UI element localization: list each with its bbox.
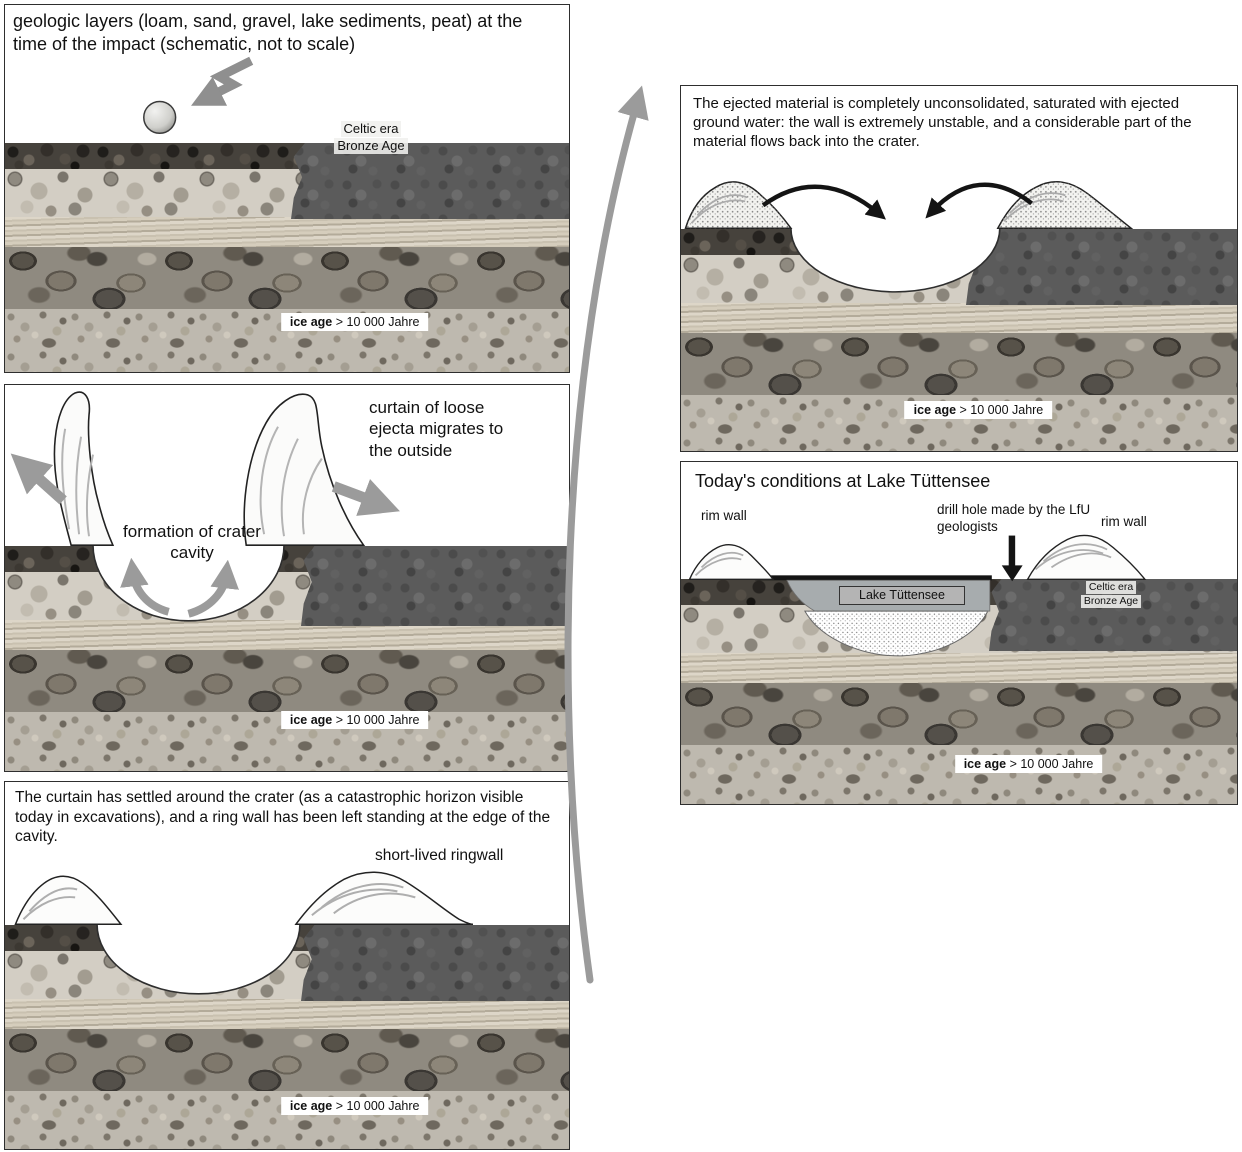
rim-wall-left-label: rim wall	[701, 508, 747, 523]
ice-age-term: ice age	[289, 315, 333, 329]
layer-fine-gravel	[681, 395, 1237, 451]
ice-age-label: ice age > 10 000 Jahre	[280, 1097, 429, 1115]
crater-bowl	[790, 228, 1001, 293]
layer-coarse-gravel	[681, 683, 1237, 745]
ice-age-term: ice age	[913, 403, 957, 417]
layer-lake-sediments	[291, 143, 569, 219]
layer-fine-gravel	[681, 745, 1237, 804]
impact-bolt-icon	[191, 56, 254, 106]
ice-age-label: ice age > 10 000 Jahre	[904, 401, 1053, 419]
ejecta-curtain-left	[53, 391, 115, 546]
panel-backflow: The ejected material is completely uncon…	[680, 85, 1238, 452]
panel5-title: Today's conditions at Lake Tüttensee	[695, 471, 991, 491]
ice-age-label: ice age > 10 000 Jahre	[280, 711, 429, 729]
panel4-caption: The ejected material is completely uncon…	[693, 95, 1192, 151]
panel-cavity-formation: curtain of loose ejecta migrates to the …	[4, 384, 570, 772]
backflow-arrow-left-icon	[761, 184, 886, 220]
formation-note: formation of crater cavity	[123, 522, 261, 563]
lake-tuettensee-label: Lake Tüttensee	[839, 586, 965, 605]
ice-age-value: > 10 000 Jahre	[335, 1099, 420, 1113]
ejecta-curtain-right	[243, 393, 366, 546]
layer-sand	[681, 303, 1237, 333]
ice-age-term: ice age	[963, 757, 1007, 771]
layer-lake-sediments	[301, 925, 569, 1001]
bronze-age-text: Bronze Age	[1080, 595, 1142, 609]
outward-arrow-left-icon	[10, 453, 67, 505]
ringwall-note: short-lived ringwall	[375, 847, 504, 864]
layer-lake-sediments	[301, 546, 569, 626]
celtic-era-text: Celtic era	[1085, 581, 1137, 595]
bronze-age-label: Bronze Age	[1071, 595, 1151, 609]
backflow-arrow-right-icon	[925, 182, 1033, 219]
celtic-era-label: Celtic era	[1071, 581, 1151, 595]
drill-hole-arrow-icon	[1001, 535, 1023, 582]
strata-1	[5, 143, 569, 372]
panel1-caption: geologic layers (loam, sand, gravel, lak…	[13, 11, 523, 54]
ice-age-label: ice age > 10 000 Jahre	[954, 755, 1103, 773]
layer-coarse-gravel	[5, 1029, 569, 1091]
layer-fine-gravel	[5, 712, 569, 771]
impactor-sphere-icon	[143, 100, 177, 135]
backflow-scene	[684, 181, 1134, 293]
layer-fine-gravel	[5, 309, 569, 372]
rim-mound-left	[684, 181, 793, 229]
cavity-arrow-left-icon	[120, 557, 170, 616]
drill-hole-label: drill hole made by the LfU geologists	[937, 502, 1091, 534]
bronze-age-label: Bronze Age	[306, 138, 436, 155]
impact-scene	[143, 56, 254, 135]
rim-mound-left	[688, 544, 775, 581]
rim-mound-right	[996, 181, 1134, 229]
layer-coarse-gravel	[5, 650, 569, 712]
panel-impact-time: geologic layers (loam, sand, gravel, lak…	[4, 4, 570, 373]
layer-sand	[5, 217, 569, 247]
ice-age-value: > 10 000 Jahre	[959, 403, 1044, 417]
strata-4	[681, 229, 1237, 451]
lake-tuettensee-text: Lake Tüttensee	[859, 588, 945, 602]
ice-age-label: ice age > 10 000 Jahre	[280, 313, 429, 331]
rim-mound-left	[14, 875, 123, 925]
celtic-era-label: Celtic era	[306, 121, 436, 138]
crater-bowl	[96, 924, 301, 995]
cavity-scene	[10, 391, 400, 622]
ice-age-value: > 10 000 Jahre	[335, 315, 420, 329]
layer-lake-sediments	[966, 229, 1237, 305]
catastrophic-horizon-line	[755, 575, 992, 581]
ringwall-scene	[14, 871, 474, 995]
rim-mound-right	[294, 871, 474, 925]
rim-mound-right	[1026, 534, 1147, 581]
ice-age-term: ice age	[289, 713, 333, 727]
panel-today: Today's conditions at Lake Tüttensee rim…	[680, 461, 1238, 805]
ice-age-value: > 10 000 Jahre	[1009, 757, 1094, 771]
panel3-caption: The curtain has settled around the crate…	[15, 789, 551, 846]
layer-sand	[681, 653, 1237, 683]
outward-arrow-right-icon	[331, 479, 400, 516]
rim-wall-right-label: rim wall	[1101, 514, 1147, 529]
cavity-arrow-right-icon	[187, 559, 239, 618]
panel-ringwall: The curtain has settled around the crate…	[4, 781, 570, 1150]
lake-sediment-stipple	[804, 611, 988, 656]
layer-coarse-gravel	[681, 333, 1237, 395]
celtic-era-text: Celtic era	[340, 121, 402, 138]
layer-sand	[5, 999, 569, 1029]
layer-coarse-gravel	[5, 247, 569, 309]
ice-age-term: ice age	[289, 1099, 333, 1113]
curtain-note: curtain of loose ejecta migrates to the …	[369, 398, 504, 460]
ice-age-value: > 10 000 Jahre	[335, 713, 420, 727]
bronze-age-text: Bronze Age	[334, 138, 408, 155]
sequence-flow-arrow-icon	[564, 85, 649, 984]
